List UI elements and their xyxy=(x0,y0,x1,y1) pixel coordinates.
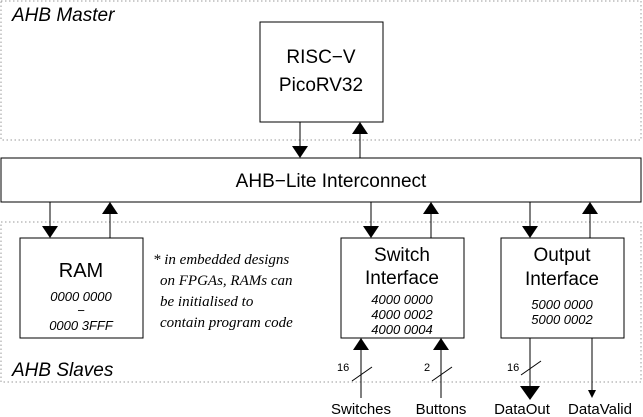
ram-address-end: 0000 3FFF xyxy=(49,318,114,333)
ram-note: * in embedded designs on FPGAs, RAMs can… xyxy=(153,252,293,331)
interconnect-to-cpu-arrow xyxy=(352,122,368,158)
cpu-to-interconnect-arrow xyxy=(292,122,308,158)
switches-input-arrow xyxy=(351,338,373,398)
ahb-slaves-label: AHB Slaves xyxy=(11,360,114,381)
output-interface-block xyxy=(500,237,625,339)
ram-address-dash: − xyxy=(77,303,85,318)
dataout-output-arrow xyxy=(520,338,542,400)
switch-address-2: 4000 0002 xyxy=(371,307,433,322)
cpu-block xyxy=(259,21,384,123)
output-address-2: 5000 0002 xyxy=(531,312,593,327)
interconnect-to-output-arrow xyxy=(522,202,538,238)
note-line-3: be initialised to xyxy=(160,294,254,310)
ahb-master-label: AHB Master xyxy=(11,5,115,26)
note-line-1: * in embedded designs xyxy=(153,252,289,268)
dataout-label: DataOut xyxy=(494,401,551,417)
buttons-input-arrow xyxy=(431,338,453,398)
note-line-4: contain program code xyxy=(160,315,293,331)
ahb-slaves-region xyxy=(0,221,642,383)
interconnect-bus xyxy=(0,157,642,203)
dataout-bus-width: 16 xyxy=(507,362,519,374)
switch-address-3: 4000 0004 xyxy=(371,322,432,337)
buttons-bus-width: 2 xyxy=(424,362,430,374)
note-line-2: on FPGAs, RAMs can xyxy=(160,273,292,289)
buttons-label: Buttons xyxy=(416,401,467,417)
switches-bus-width: 16 xyxy=(337,362,349,374)
ram-address-start: 0000 0000 xyxy=(50,289,112,304)
interconnect-label: AHB−Lite Interconnect xyxy=(236,171,427,192)
switch-address-1: 4000 0000 xyxy=(371,292,433,307)
interconnect-to-switch-arrow xyxy=(363,202,379,238)
cpu-name: RISC−V xyxy=(286,47,355,68)
output-address-1: 5000 0000 xyxy=(531,297,593,312)
ram-block xyxy=(19,237,144,339)
switch-interface-title-1: Switch xyxy=(374,245,430,266)
ram-to-interconnect-arrow xyxy=(102,202,118,238)
switch-interface-title-2: Interface xyxy=(365,268,439,289)
output-interface-title-1: Output xyxy=(533,245,591,266)
datavalid-output-arrow xyxy=(588,338,596,398)
interconnect-to-ram-arrow xyxy=(42,202,58,238)
switches-label: Switches xyxy=(331,401,391,417)
cpu-core: PicoRV32 xyxy=(279,75,363,96)
ahb-master-region xyxy=(0,0,642,141)
datavalid-label: DataValid xyxy=(568,401,632,417)
switch-to-interconnect-arrow xyxy=(423,202,439,238)
output-interface-title-2: Interface xyxy=(525,269,599,290)
switch-interface-block xyxy=(340,237,465,339)
ram-title: RAM xyxy=(59,260,103,282)
output-to-interconnect-arrow xyxy=(582,202,598,238)
